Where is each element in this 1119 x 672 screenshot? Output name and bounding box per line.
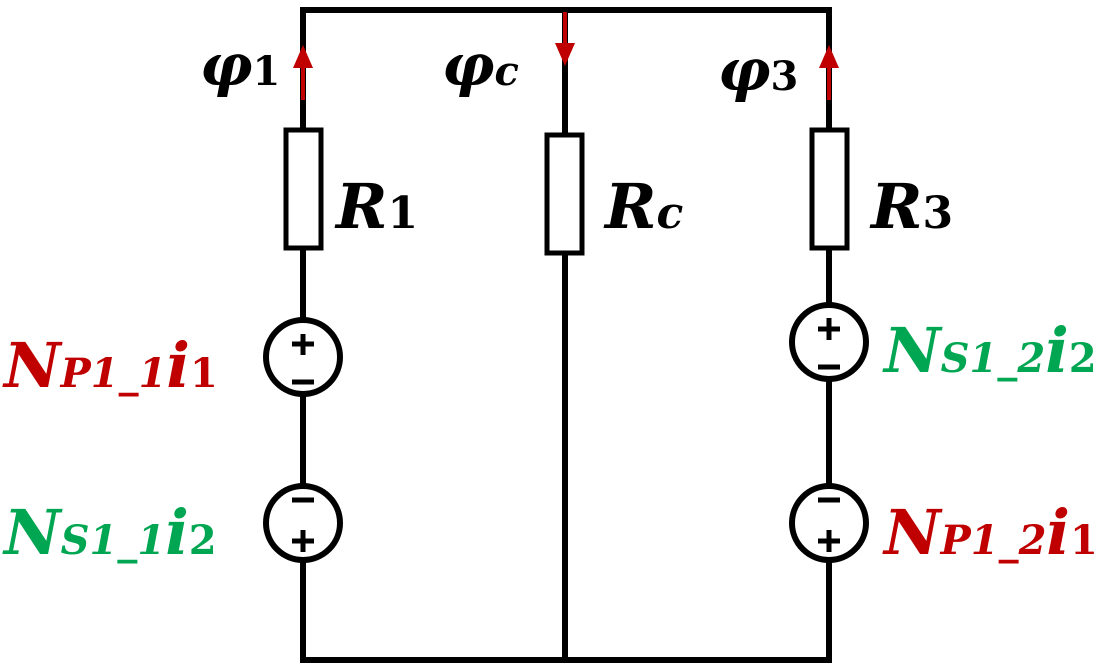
source-right-bottom xyxy=(789,483,869,563)
source-circle xyxy=(789,483,869,563)
source-label-np1-2-i1: NP1_2i1 xyxy=(882,496,1098,569)
resistor-rc xyxy=(544,132,585,256)
source-right-top xyxy=(789,302,869,382)
source-label-ns1-2-i2: NS1_2i2 xyxy=(882,314,1097,387)
flux-label-phi3: φ3 xyxy=(718,36,798,104)
circuit-wires xyxy=(300,7,832,663)
source-circle xyxy=(263,317,343,397)
flux-arrow-phi1 xyxy=(293,45,313,100)
flux-label-phi1: φ1 xyxy=(200,31,280,99)
resistor-r3 xyxy=(809,127,850,251)
source-label-np1-1-i1: NP1_1i1 xyxy=(2,329,218,402)
resistor-r1 xyxy=(283,127,324,251)
resistor-label-r1: R1 xyxy=(334,170,418,243)
source-circle xyxy=(789,302,869,382)
resistor-label-r3: R3 xyxy=(869,170,953,243)
source-label-ns1-1-i2: NS1_1i2 xyxy=(2,496,217,569)
flux-arrow-phic xyxy=(555,12,575,66)
source-left-bottom xyxy=(263,483,343,563)
source-left-top xyxy=(263,317,343,397)
source-circle xyxy=(263,483,343,563)
flux-label-phic: φc xyxy=(442,31,519,99)
flux-arrow-phi3 xyxy=(819,45,839,100)
resistor-label-rc: Rc xyxy=(603,170,684,243)
